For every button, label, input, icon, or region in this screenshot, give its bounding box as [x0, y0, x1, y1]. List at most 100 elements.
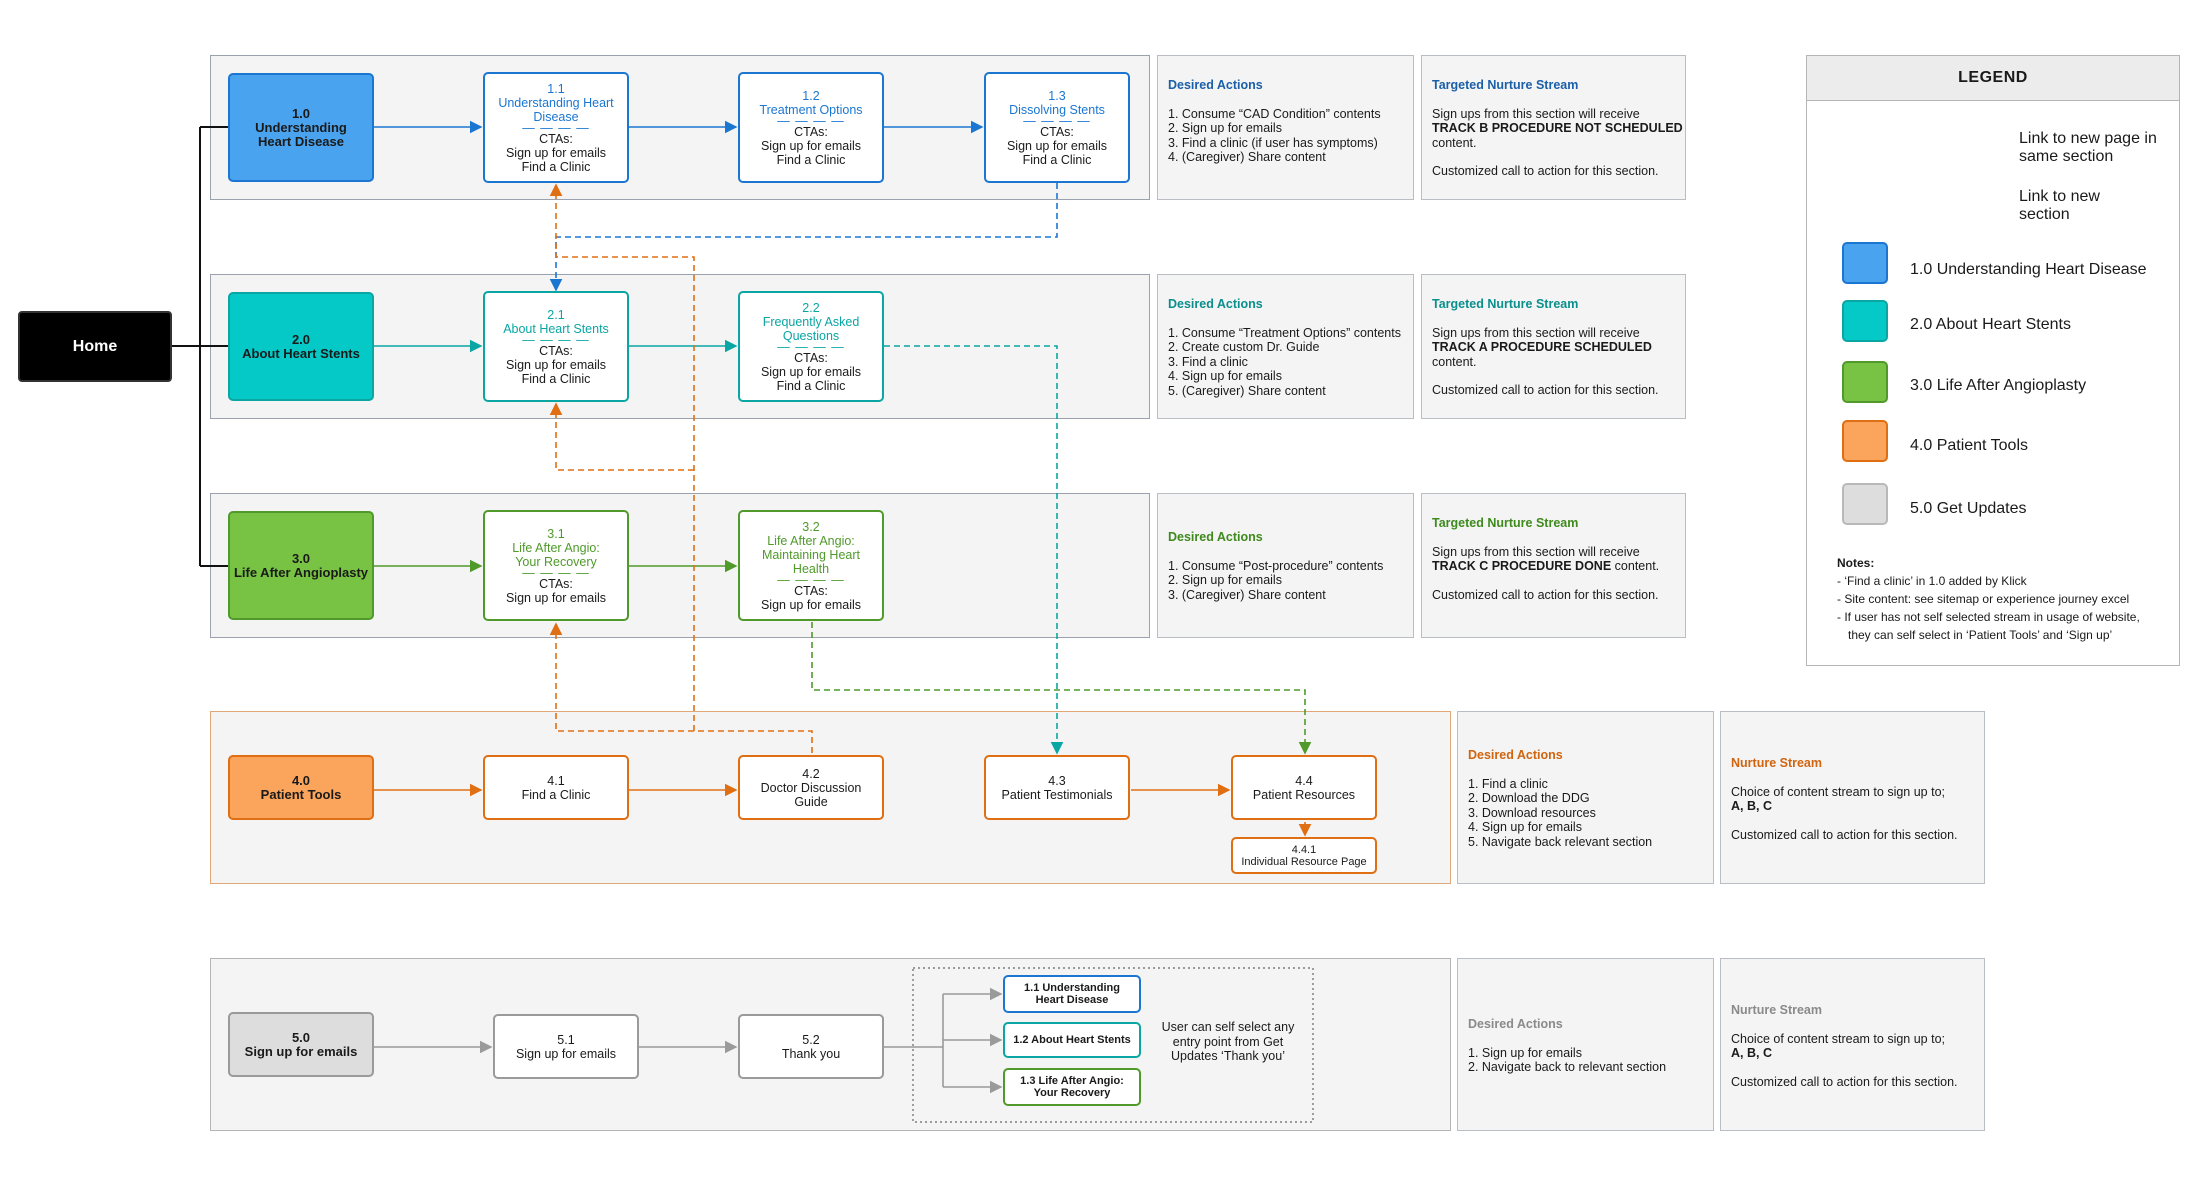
section-5-title: Sign up for emails	[244, 1043, 358, 1059]
section-3-desired-line: 3. (Caregiver) Share content	[1168, 587, 1326, 602]
legend-swatch-section-4	[1842, 420, 1888, 462]
section-2-nurture-text-end: content.	[1432, 354, 1477, 369]
section-5-desired-line: 2. Navigate back to relevant section	[1468, 1060, 1667, 1074]
page-1-3-node[interactable]: 1.3 Dissolving Stents — — — — CTAs: Sign…	[984, 72, 1130, 183]
page-1-2-node[interactable]: 1.2 Treatment Options — — — — CTAs: Sign…	[738, 72, 884, 183]
page-1-1-cta-clinic: Find a Clinic	[521, 159, 591, 174]
legend-notes-title: Notes:	[1837, 556, 1875, 570]
page-1-3-ctas-label: CTAs:	[1040, 124, 1074, 139]
section-4-nurture-title: Nurture Stream	[1731, 756, 1822, 770]
legend-swatch-section-1	[1842, 242, 1888, 284]
section-1-nurture-title: Targeted Nurture Stream	[1432, 78, 1579, 92]
section-1-nurture-text-end: content.	[1432, 135, 1477, 150]
section-5-desired-line: 1. Sign up for emails	[1468, 1045, 1582, 1060]
section-4-desired-line: 5. Navigate back relevant section	[1468, 834, 1653, 849]
page-5-2-node[interactable]: 5.2 Thank you	[738, 1014, 884, 1079]
page-3-2-node[interactable]: 3.2 Life After Angio: Maintaining Heart …	[738, 510, 884, 621]
page-3-1-node[interactable]: 3.1 Life After Angio: Your Recovery — — …	[483, 510, 629, 621]
page-2-2-ctas-label: CTAs:	[794, 350, 828, 365]
section-4-nurture-cta-note: Customized call to action for this secti…	[1731, 827, 1958, 842]
section-4-title: Patient Tools	[260, 786, 342, 802]
section-2-nurture-track: TRACK A PROCEDURE SCHEDULED	[1432, 340, 1652, 354]
section-2-head-node[interactable]: 2.0 About Heart Stents	[228, 292, 374, 401]
section-5-desired-actions: Desired Actions 1. Sign up for emails 2.…	[1457, 958, 1714, 1131]
section-4-number: 4.0	[291, 772, 311, 788]
entry-point-1-2[interactable]: 1.2 About Heart Stents	[1003, 1022, 1141, 1058]
legend-item-section-2: 2.0 About Heart Stents	[1910, 316, 2071, 333]
section-3-nurture-track: TRACK C PROCEDURE DONE	[1432, 559, 1612, 573]
page-3-2-number: 3.2	[802, 519, 820, 534]
section-1-desired-line: 3. Find a clinic (if user has symptoms)	[1168, 135, 1378, 150]
section-5-nurture-title: Nurture Stream	[1731, 1003, 1822, 1017]
page-3-2-ctas-label: CTAs:	[794, 583, 828, 598]
section-4-nurture-stream: Nurture Stream Choice of content stream …	[1720, 711, 1985, 884]
page-4-2-node[interactable]: 4.2 Doctor Discussion Guide	[738, 755, 884, 820]
section-2-desired-title: Desired Actions	[1168, 297, 1263, 311]
page-4-1-title: Find a Clinic	[521, 787, 591, 802]
page-4-3-node[interactable]: 4.3 Patient Testimonials	[984, 755, 1130, 820]
page-2-2-divider: — — — —	[777, 339, 845, 354]
section-5-head-node[interactable]: 5.0 Sign up for emails	[228, 1012, 374, 1077]
section-3-desired-line: 2. Sign up for emails	[1168, 573, 1282, 587]
section-4-nurture-streams: A, B, C	[1731, 799, 1772, 813]
section-2-nurture-stream: Targeted Nurture Stream Sign ups from th…	[1421, 274, 1686, 419]
page-4-3-title: Patient Testimonials	[1001, 787, 1113, 802]
legend-swatch-section-3	[1842, 361, 1888, 403]
legend-note: - ‘Find a clinic’ in 1.0 added by Klick	[1837, 574, 2027, 588]
section-3-nurture-cta-note: Customized call to action for this secti…	[1432, 587, 1659, 602]
page-1-1-node[interactable]: 1.1 Understanding Heart Disease — — — — …	[483, 72, 629, 183]
page-2-2-cta-email: Sign up for emails	[760, 364, 862, 379]
legend-dashed-label: Link to new section	[2019, 188, 2100, 223]
page-1-1-number: 1.1	[547, 81, 565, 96]
section-2-desired-line: 5. (Caregiver) Share content	[1168, 383, 1326, 398]
section-1-title: Understanding Heart Disease	[255, 119, 347, 149]
section-3-head-node[interactable]: 3.0 Life After Angioplasty	[228, 511, 374, 620]
page-1-3-title: Dissolving Stents	[1009, 102, 1105, 117]
page-3-1-number: 3.1	[547, 526, 565, 541]
page-4-1-node[interactable]: 4.1 Find a Clinic	[483, 755, 629, 820]
page-2-1-number: 2.1	[547, 307, 565, 322]
section-3-title: Life After Angioplasty	[233, 564, 369, 580]
section-1-nurture-text: Sign ups from this section will receive	[1432, 106, 1640, 121]
page-1-2-number: 1.2	[802, 88, 820, 103]
legend-panel: LEGEND	[1806, 55, 2180, 666]
section-3-desired-line: 1. Consume “Post-procedure” contents	[1168, 558, 1384, 573]
page-4-4-node[interactable]: 4.4 Patient Resources	[1231, 755, 1377, 820]
section-1-head-node[interactable]: 1.0 Understanding Heart Disease	[228, 73, 374, 182]
page-2-1-node[interactable]: 2.1 About Heart Stents — — — — CTAs: Sig…	[483, 291, 629, 402]
section-3-nurture-stream: Targeted Nurture Stream Sign ups from th…	[1421, 493, 1686, 638]
section-1-desired-line: 4. (Caregiver) Share content	[1168, 150, 1326, 164]
section-4-desired-line: 4. Sign up for emails	[1468, 820, 1582, 834]
page-1-2-cta-clinic: Find a Clinic	[776, 152, 846, 167]
page-5-1-title: Sign up for emails	[515, 1046, 617, 1061]
page-3-2-cta-email: Sign up for emails	[760, 597, 862, 612]
section-3-nurture-text-end: content.	[1611, 559, 1660, 573]
page-4-4-title: Patient Resources	[1252, 787, 1356, 802]
page-3-2-title-line2: Maintaining Heart Health	[762, 547, 860, 576]
legend-item-section-3: 3.0 Life After Angioplasty	[1910, 377, 2087, 394]
home-node[interactable]: Home	[18, 311, 172, 382]
section-4-desired-line: 3. Download resources	[1468, 805, 1596, 820]
page-4-3-number: 4.3	[1048, 773, 1066, 788]
page-3-1-title-line1: Life After Angio:	[512, 540, 600, 555]
section-1-nurture-cta-note: Customized call to action for this secti…	[1432, 164, 1659, 178]
page-4-2-number: 4.2	[802, 766, 820, 781]
page-2-1-cta-clinic: Find a Clinic	[521, 371, 591, 386]
section-3-nurture-text: Sign ups from this section will receive	[1432, 544, 1640, 559]
legend-swatch-section-2	[1842, 300, 1888, 342]
page-4-1-number: 4.1	[547, 773, 565, 788]
page-1-3-cta-clinic: Find a Clinic	[1022, 152, 1092, 167]
page-4-4-1-node[interactable]: 4.4.1 Individual Resource Page	[1231, 837, 1377, 874]
section-4-head-node[interactable]: 4.0 Patient Tools	[228, 755, 374, 820]
entry-point-1-3[interactable]: 1.3 Life After Angio: Your Recovery	[1003, 1068, 1141, 1106]
section-2-desired-line: 4. Sign up for emails	[1168, 369, 1282, 383]
page-2-1-cta-email: Sign up for emails	[505, 357, 607, 372]
page-3-1-ctas-label: CTAs:	[539, 576, 573, 591]
page-4-4-1-number: 4.4.1	[1291, 843, 1317, 856]
entry-point-1-1[interactable]: 1.1 Understanding Heart Disease	[1003, 975, 1141, 1013]
page-1-3-cta-email: Sign up for emails	[1006, 138, 1108, 153]
section-5-nurture-streams: A, B, C	[1731, 1046, 1772, 1060]
home-label: Home	[72, 337, 118, 355]
page-2-2-node[interactable]: 2.2 Frequently Asked Questions — — — — C…	[738, 291, 884, 402]
page-5-1-node[interactable]: 5.1 Sign up for emails	[493, 1014, 639, 1079]
